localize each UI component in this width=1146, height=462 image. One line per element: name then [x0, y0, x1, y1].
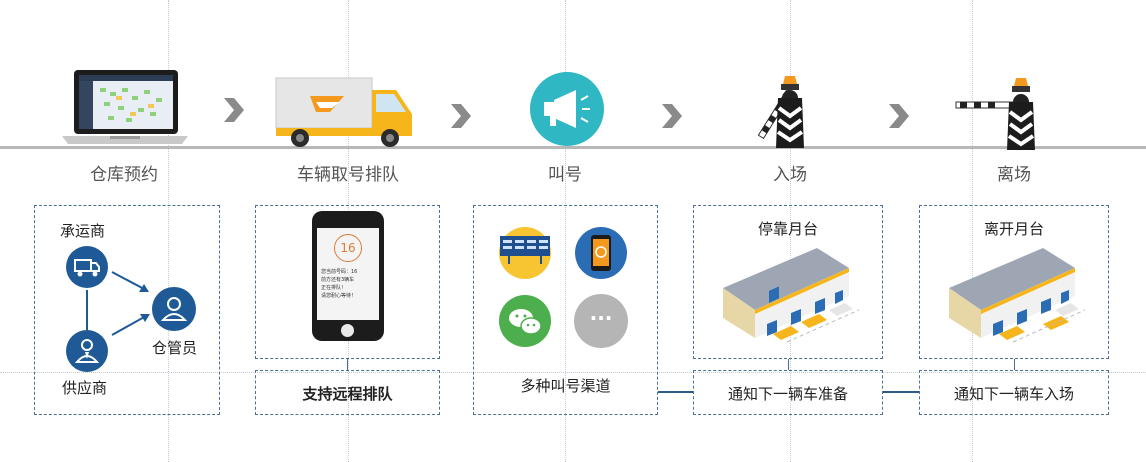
guide-line [168, 0, 169, 462]
call-channels-caption: 多种叫号渠道 [520, 377, 611, 395]
warehouse-icon [943, 238, 1088, 347]
notify-enter-box [919, 370, 1109, 415]
stage-label-enter: 入场 [773, 165, 807, 185]
notify-prepare-caption: 通知下一辆车准备 [727, 385, 848, 403]
chevron-right-icon [660, 102, 684, 134]
barrier-gate-down-icon [952, 70, 1042, 154]
more-icon: ··· [574, 294, 628, 348]
reservation-panel [34, 205, 220, 415]
flow-connector [658, 391, 693, 393]
call-channels-panel [473, 205, 658, 415]
phone-panel [255, 205, 440, 359]
truck-icon [66, 246, 108, 292]
supplier-label: 供应商 [62, 379, 108, 397]
dock-leave-panel [919, 205, 1109, 359]
phone-screen: 16 您当前号码：16 前方还有3辆车 正在排队！ 请您耐心等待！ [317, 228, 379, 320]
chevron-right-icon [449, 102, 473, 134]
stage-label-reservation: 仓库预约 [90, 165, 158, 185]
chevron-right-icon [222, 96, 246, 128]
phone-home-button [341, 324, 354, 337]
chevron-right-icon [887, 102, 911, 134]
carrier-label: 承运商 [60, 222, 106, 240]
relation-arrows [60, 250, 170, 354]
stage-label-queue: 车辆取号排队 [297, 165, 399, 185]
remote-queue-box [255, 370, 440, 415]
warehouse-icon [717, 238, 862, 347]
wechat-icon [498, 294, 552, 352]
stem-line [1014, 359, 1015, 370]
timeline-baseline [0, 146, 1146, 149]
barrier-gate-up-icon [748, 50, 838, 154]
supplier-icon [66, 330, 108, 376]
queue-message: 您当前号码：16 前方还有3辆车 正在排队！ 请您耐心等待！ [321, 269, 358, 299]
dock-enter-title: 停靠月台 [757, 220, 818, 238]
guide-line [0, 372, 1146, 373]
guide-line [790, 0, 791, 462]
notify-enter-caption: 通知下一辆车入场 [953, 385, 1074, 403]
stem-line [347, 359, 348, 370]
guide-line [972, 0, 973, 462]
stem-line [788, 359, 789, 370]
user-icon [152, 287, 196, 335]
remote-queue-caption: 支持远程排队 [302, 385, 393, 403]
guide-line [565, 0, 566, 462]
stage-label-call: 叫号 [548, 165, 582, 185]
laptop-icon [60, 66, 190, 150]
notify-prepare-box [693, 370, 883, 415]
megaphone-icon [528, 70, 606, 152]
truck-icon [272, 74, 422, 154]
mobile-app-icon [574, 226, 628, 284]
stage-label-leave: 离场 [997, 165, 1031, 185]
phone-icon: 16 您当前号码：16 前方还有3辆车 正在排队！ 请您耐心等待！ [312, 211, 384, 341]
warehouse-keeper-label: 仓管员 [152, 339, 198, 357]
dock-enter-panel [693, 205, 883, 359]
flow-connector [883, 391, 919, 393]
led-board-icon [498, 226, 552, 284]
queue-number: 16 [334, 234, 362, 262]
dock-leave-title: 离开月台 [983, 220, 1044, 238]
